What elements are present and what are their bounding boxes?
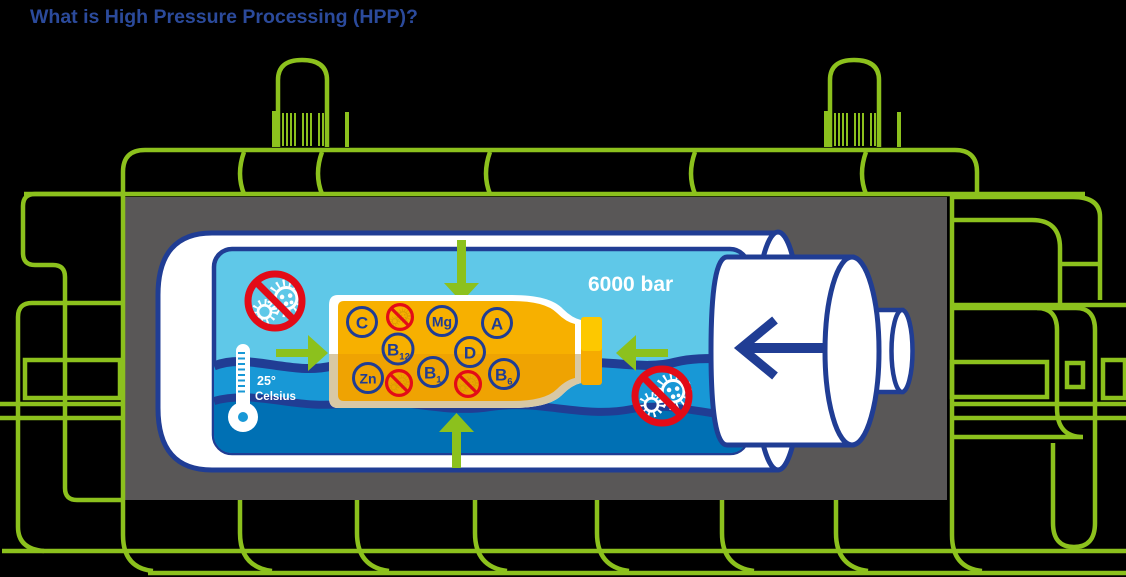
pressure-arrow-down-icon [444, 240, 479, 302]
vitamin-badge-a: A [481, 307, 513, 339]
lifting-arch-right [824, 57, 901, 147]
band-divider [859, 151, 869, 195]
machine-base [2, 548, 1126, 576]
band-divider [688, 151, 698, 195]
vitamin-badge-c: C [346, 306, 378, 338]
machine-frame-left [0, 191, 123, 554]
svg-text:B1: B1 [424, 364, 442, 386]
svg-text:B6: B6 [495, 366, 513, 388]
svg-text:C: C [356, 314, 368, 333]
band-divider [315, 151, 325, 195]
machine-wall-left [120, 196, 154, 574]
thermometer-icon: 25° Celsius [228, 344, 296, 432]
vitamin-badge-zn: Zn [352, 362, 384, 394]
vitamin-badge-b12: B12 [381, 332, 415, 366]
machine-legs [237, 500, 869, 574]
piston-arrow-icon [733, 316, 827, 380]
pressure-arrow-left-icon [616, 335, 668, 371]
page-title: What is High Pressure Processing (HPP)? [30, 6, 418, 28]
temperature-unit: Celsius [255, 391, 296, 403]
pressure-arrow-up-icon [439, 413, 474, 468]
vitamin-badge-b1: B1 [417, 356, 449, 388]
juice-bottle: C Mg A B12 D [329, 295, 602, 408]
pressure-arrow-right-icon [276, 335, 328, 371]
svg-text:D: D [464, 344, 476, 363]
machine-outline [0, 57, 1126, 576]
band-divider [237, 151, 247, 195]
machine-top-band [24, 147, 1085, 197]
svg-text:Zn: Zn [359, 371, 376, 387]
band-divider [483, 151, 493, 195]
vitamin-badge-d: D [454, 336, 486, 368]
machine-wall-right [949, 196, 983, 574]
svg-text:Mg: Mg [432, 314, 452, 330]
svg-text:B12: B12 [387, 341, 410, 363]
vitamin-badge-mg: Mg [426, 305, 458, 337]
temperature-value: 25° [257, 374, 276, 388]
pressure-arrow-icons [276, 240, 668, 468]
machine-frame-right [949, 194, 1126, 550]
vitamin-badge-b6: B6 [488, 358, 520, 390]
lifting-arch-left [272, 57, 349, 147]
svg-text:A: A [491, 315, 503, 334]
pressure-label: 6000 bar [588, 273, 673, 296]
bottle-cap-highlight [581, 317, 602, 351]
